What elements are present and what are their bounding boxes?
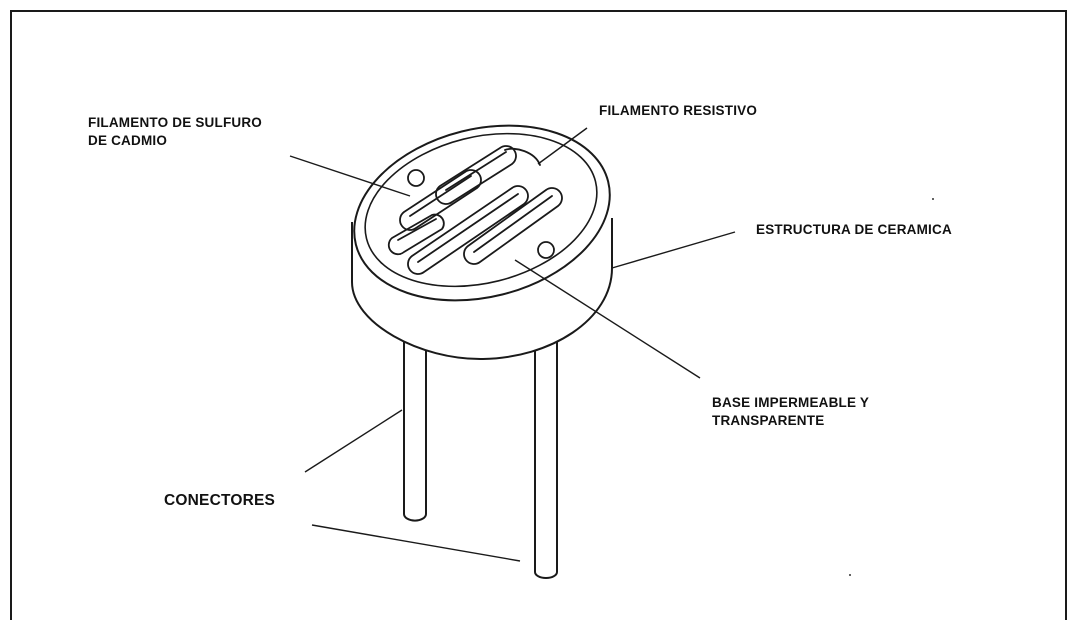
label-connectors: CONECTORES	[164, 492, 276, 509]
speck-1	[932, 198, 934, 200]
label-ceramic-structure: ESTRUCTURA DE CERAMICA	[756, 222, 952, 237]
label-cadmium-filament-line1: FILAMENTO DE SULFURO	[88, 115, 262, 130]
leader-connector-left	[304, 409, 403, 473]
mounting-hole-right	[537, 241, 555, 259]
speck-2	[849, 574, 851, 576]
mounting-hole-left	[407, 169, 425, 187]
leader-resistive-filament	[537, 127, 588, 165]
leader-base	[514, 259, 701, 379]
label-cadmium-filament-line2: DE CADMIO	[88, 133, 168, 148]
right-connector-pin	[534, 336, 558, 579]
cadmium-sulfide-filament	[387, 145, 563, 275]
label-base: BASE IMPERMEABLE Y TRANSPARENTE	[712, 394, 869, 430]
label-base-line1: BASE IMPERMEABLE Y	[712, 395, 870, 410]
leader-cadmium-filament	[289, 155, 411, 197]
diagram-border	[10, 10, 1067, 620]
left-connector-pin	[403, 338, 427, 522]
label-cadmium-filament: FILAMENTO DE SULFURO DE CADMIO	[88, 114, 262, 150]
leader-ceramic-structure	[611, 231, 736, 269]
label-resistive-filament: FILAMENTO RESISTIVO	[599, 103, 758, 118]
ceramic-body	[351, 124, 613, 361]
label-base-line2: TRANSPARENTE	[712, 413, 825, 428]
leader-connector-right	[311, 524, 521, 562]
